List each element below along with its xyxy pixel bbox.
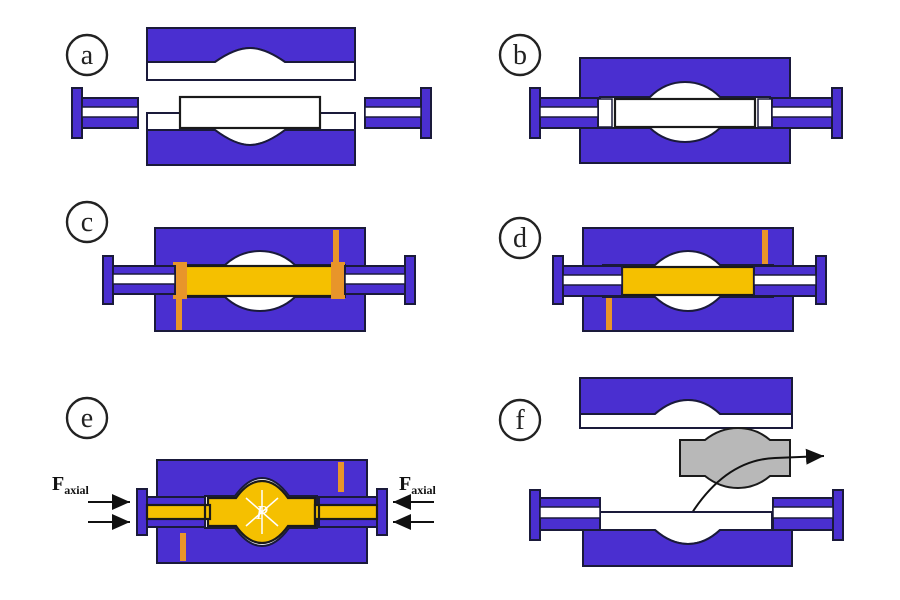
step-e: e P Faxial	[52, 396, 437, 564]
step-c-fluid-filled-tube	[176, 264, 340, 298]
step-e-upper-vent	[338, 462, 344, 492]
step-a-right-plunger	[364, 87, 432, 139]
step-a: a	[65, 27, 432, 166]
step-c-left-plunger	[102, 255, 176, 305]
step-c-right-seal	[331, 262, 345, 299]
step-a-upper-die-cavity	[146, 46, 356, 81]
step-e-left-axial-force: Faxial	[52, 473, 130, 530]
step-d-label: d	[498, 216, 542, 260]
step-d-label-circle	[498, 216, 542, 260]
step-a-left-plunger	[71, 87, 139, 139]
step-a-tube-blank	[178, 95, 322, 130]
step-f-formed-part	[679, 426, 791, 490]
step-d-left-plunger	[552, 255, 623, 305]
step-e-right-plunger	[317, 488, 388, 536]
step-c-label-circle	[65, 200, 109, 244]
step-c: c	[65, 200, 416, 332]
step-e-pressure-arrows	[245, 490, 279, 534]
step-b-tube-blank	[613, 97, 757, 129]
step-b-left-gap	[597, 98, 613, 128]
step-e-lower-vent	[180, 533, 186, 561]
step-e-pressure-label: P	[255, 502, 268, 524]
step-f-label-text: f	[515, 405, 525, 436]
step-e-left-plunger	[136, 488, 207, 536]
step-e-right-axial-force: Faxial	[393, 473, 437, 530]
step-d-fluid-filled-tube	[620, 265, 756, 297]
step-c-lower-vent	[176, 298, 182, 330]
step-f-upper-die-cavity	[579, 398, 793, 429]
step-b-right-plunger	[771, 87, 843, 139]
step-c-upper-vent	[333, 230, 339, 264]
step-b-label-text: b	[513, 40, 527, 71]
step-f-label-circle	[498, 398, 542, 442]
step-b-left-plunger	[529, 87, 599, 139]
step-b-label-circle	[498, 33, 542, 77]
step-a-label-text: a	[81, 40, 94, 71]
step-f-label: f	[498, 398, 542, 442]
step-f-left-plunger	[529, 489, 601, 541]
step-e-label-circle	[65, 396, 109, 440]
step-f-lower-die	[582, 529, 793, 567]
step-b-right-gap	[757, 98, 773, 128]
step-f-right-plunger	[772, 489, 844, 541]
step-b: b	[498, 33, 843, 164]
step-d-label-text: d	[513, 223, 527, 254]
step-e-label-text: e	[81, 403, 93, 434]
step-d-upper-vent	[762, 230, 768, 264]
step-a-label-circle	[65, 33, 109, 77]
step-c-label: c	[65, 200, 109, 244]
step-f: f	[498, 377, 844, 567]
step-e-label: e	[65, 396, 109, 440]
step-a-label: a	[65, 33, 109, 77]
step-a-lower-die	[146, 129, 356, 166]
step-c-left-seal	[173, 262, 187, 299]
step-e-right-force-label: Faxial	[399, 473, 437, 497]
step-d-lower-vent	[606, 298, 612, 330]
step-d: d	[498, 216, 827, 332]
step-e-left-force-label: Faxial	[52, 473, 90, 497]
step-c-label-text: c	[81, 207, 93, 238]
step-c-right-plunger	[344, 255, 416, 305]
step-b-label: b	[498, 33, 542, 77]
step-d-right-plunger	[753, 255, 827, 305]
